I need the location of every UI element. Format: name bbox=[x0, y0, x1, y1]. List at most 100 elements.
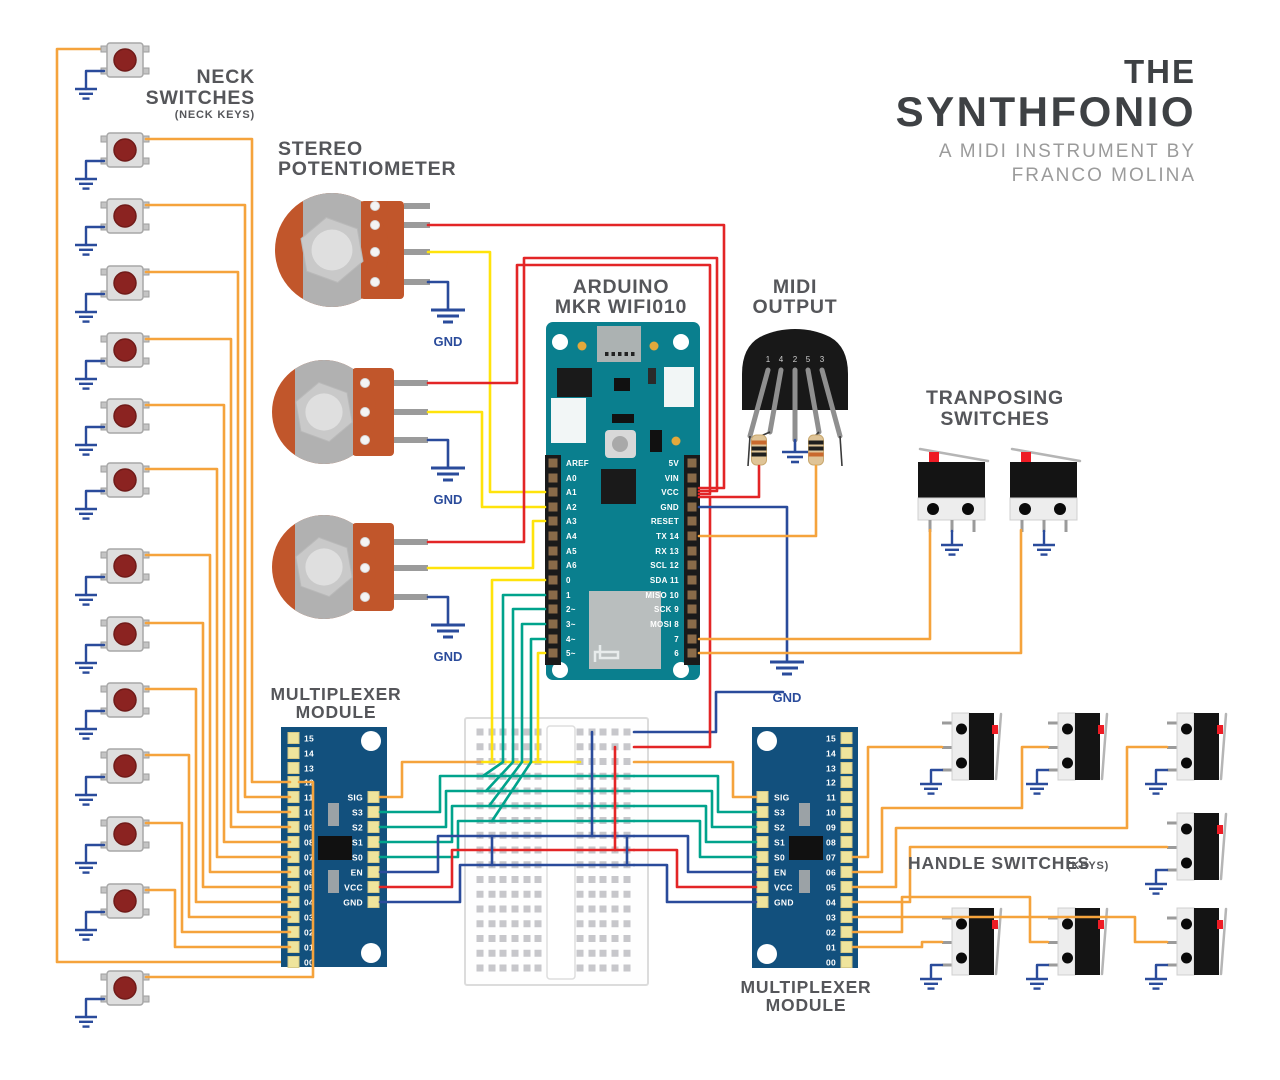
neck-switch bbox=[75, 332, 150, 390]
neck-switch bbox=[75, 42, 150, 100]
gnd-label: GND bbox=[434, 649, 463, 664]
wire bbox=[144, 753, 292, 919]
mux-pin bbox=[840, 806, 853, 818]
pot-pin bbox=[394, 409, 428, 415]
wire bbox=[632, 834, 758, 874]
wire bbox=[144, 337, 292, 829]
label: MISO 10 bbox=[645, 591, 679, 600]
button-cap bbox=[113, 271, 137, 295]
label: A6 bbox=[566, 561, 577, 570]
label: SIG bbox=[774, 793, 790, 803]
mux-pin bbox=[840, 956, 853, 968]
wire bbox=[84, 225, 106, 247]
mux-ic bbox=[318, 836, 352, 860]
gnd-symbol bbox=[75, 661, 97, 674]
wire bbox=[84, 159, 106, 181]
gnd-symbol bbox=[1033, 543, 1055, 556]
wire bbox=[426, 280, 450, 312]
switch-actuator bbox=[1217, 725, 1223, 734]
wire bbox=[851, 745, 1169, 889]
subtitle-line2: FRANCO MOLINA bbox=[1011, 165, 1196, 186]
mux-pin bbox=[287, 747, 300, 759]
mux-pin bbox=[367, 851, 380, 863]
label: RX 13 bbox=[655, 547, 679, 556]
gnd-symbol bbox=[75, 928, 97, 941]
switch-actuator bbox=[1217, 920, 1223, 929]
lever bbox=[1219, 907, 1228, 976]
mux-pin bbox=[756, 881, 769, 893]
label: 03 bbox=[304, 913, 314, 923]
wire bbox=[426, 256, 719, 544]
multiplexer-module: 15141312111009080706050403020100SIGS3S2S… bbox=[281, 727, 387, 968]
gnd-symbol: GND bbox=[770, 660, 804, 705]
switch-actuator bbox=[992, 920, 998, 929]
gnd-symbol bbox=[75, 727, 97, 740]
wire bbox=[378, 774, 480, 814]
neck-switch bbox=[75, 616, 150, 674]
mux-pin bbox=[756, 896, 769, 908]
neck-switch bbox=[75, 970, 150, 1028]
pot-pin bbox=[394, 565, 428, 571]
switch-actuator bbox=[1098, 725, 1104, 734]
label: 5V bbox=[669, 459, 680, 468]
wire bbox=[697, 464, 761, 499]
wire bbox=[484, 760, 515, 793]
wire bbox=[520, 622, 547, 764]
mux-pin bbox=[367, 881, 380, 893]
gnd-symbol bbox=[75, 1015, 97, 1028]
lever bbox=[918, 447, 990, 463]
handle-switch bbox=[1145, 812, 1228, 895]
wire bbox=[144, 888, 292, 949]
pot-pin bbox=[394, 539, 428, 545]
label: 00 bbox=[304, 958, 314, 968]
transposing-switch bbox=[1009, 447, 1082, 556]
label: 13 bbox=[304, 764, 314, 774]
mcu-chip bbox=[601, 469, 636, 504]
neck-switch bbox=[75, 198, 150, 256]
wire bbox=[851, 915, 1169, 944]
label: 01 bbox=[826, 943, 836, 953]
handle-switch bbox=[1026, 712, 1109, 795]
wire bbox=[84, 575, 106, 597]
label: POTENTIOMETER bbox=[278, 158, 456, 180]
mount-hole bbox=[757, 731, 777, 751]
wire bbox=[929, 768, 944, 785]
label: 4~ bbox=[566, 635, 576, 644]
gnd-symbol bbox=[75, 87, 97, 100]
wire bbox=[426, 410, 547, 509]
mux-pin bbox=[840, 791, 853, 803]
label: 5~ bbox=[566, 649, 576, 658]
wire bbox=[84, 489, 106, 511]
mux-pin bbox=[367, 821, 380, 833]
handle-switch bbox=[1145, 907, 1228, 990]
switch-actuator bbox=[992, 725, 998, 734]
label: SWITCHES bbox=[940, 408, 1049, 430]
label: 06 bbox=[304, 868, 314, 878]
subtitle-line1: A MIDI INSTRUMENT BY bbox=[938, 141, 1196, 162]
wire bbox=[426, 263, 712, 496]
button-cap bbox=[113, 622, 137, 646]
wire bbox=[84, 643, 106, 665]
gnd-symbol bbox=[1145, 882, 1167, 895]
button-cap bbox=[113, 48, 137, 72]
wire bbox=[632, 804, 758, 844]
label: 00 bbox=[826, 958, 836, 968]
gnd-symbol bbox=[75, 443, 97, 456]
transposing-switch bbox=[917, 447, 990, 556]
label: GND bbox=[660, 503, 679, 512]
mount-hole bbox=[361, 731, 381, 751]
wire bbox=[697, 528, 932, 641]
mux-pin bbox=[756, 791, 769, 803]
label: MIDI bbox=[773, 276, 817, 298]
gnd-symbol: GND bbox=[431, 623, 465, 664]
handle-switch bbox=[1026, 907, 1109, 990]
mux-pin bbox=[287, 732, 300, 744]
label: EN bbox=[351, 868, 363, 878]
label: S0 bbox=[352, 853, 363, 863]
label: NECK bbox=[197, 66, 255, 88]
label: 2~ bbox=[566, 605, 576, 614]
label: RESET bbox=[651, 517, 679, 526]
